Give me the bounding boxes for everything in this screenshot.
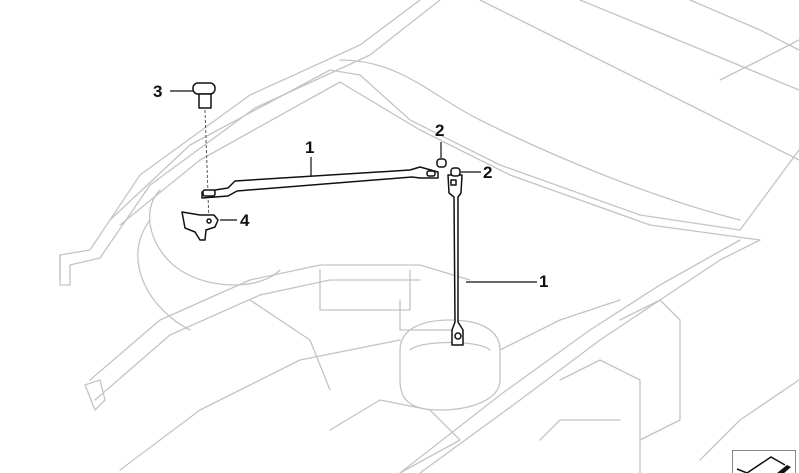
callout-4: 4 [240,211,250,230]
bracket-part-4 [181,211,237,241]
callout-3: 3 [153,82,163,101]
bolt-part-3 [170,82,216,109]
callout-2-right: 2 [483,163,493,182]
strut-lower-part-1 [447,174,537,346]
part-view-icon [732,450,796,473]
body-frame-lines [59,0,799,473]
strut-upper-part-1 [201,157,439,199]
callout-2-upper: 2 [435,121,445,140]
callout-1-lower: 1 [539,272,549,291]
callout-1-upper: 1 [305,138,315,157]
nut-parts-2 [436,142,481,177]
